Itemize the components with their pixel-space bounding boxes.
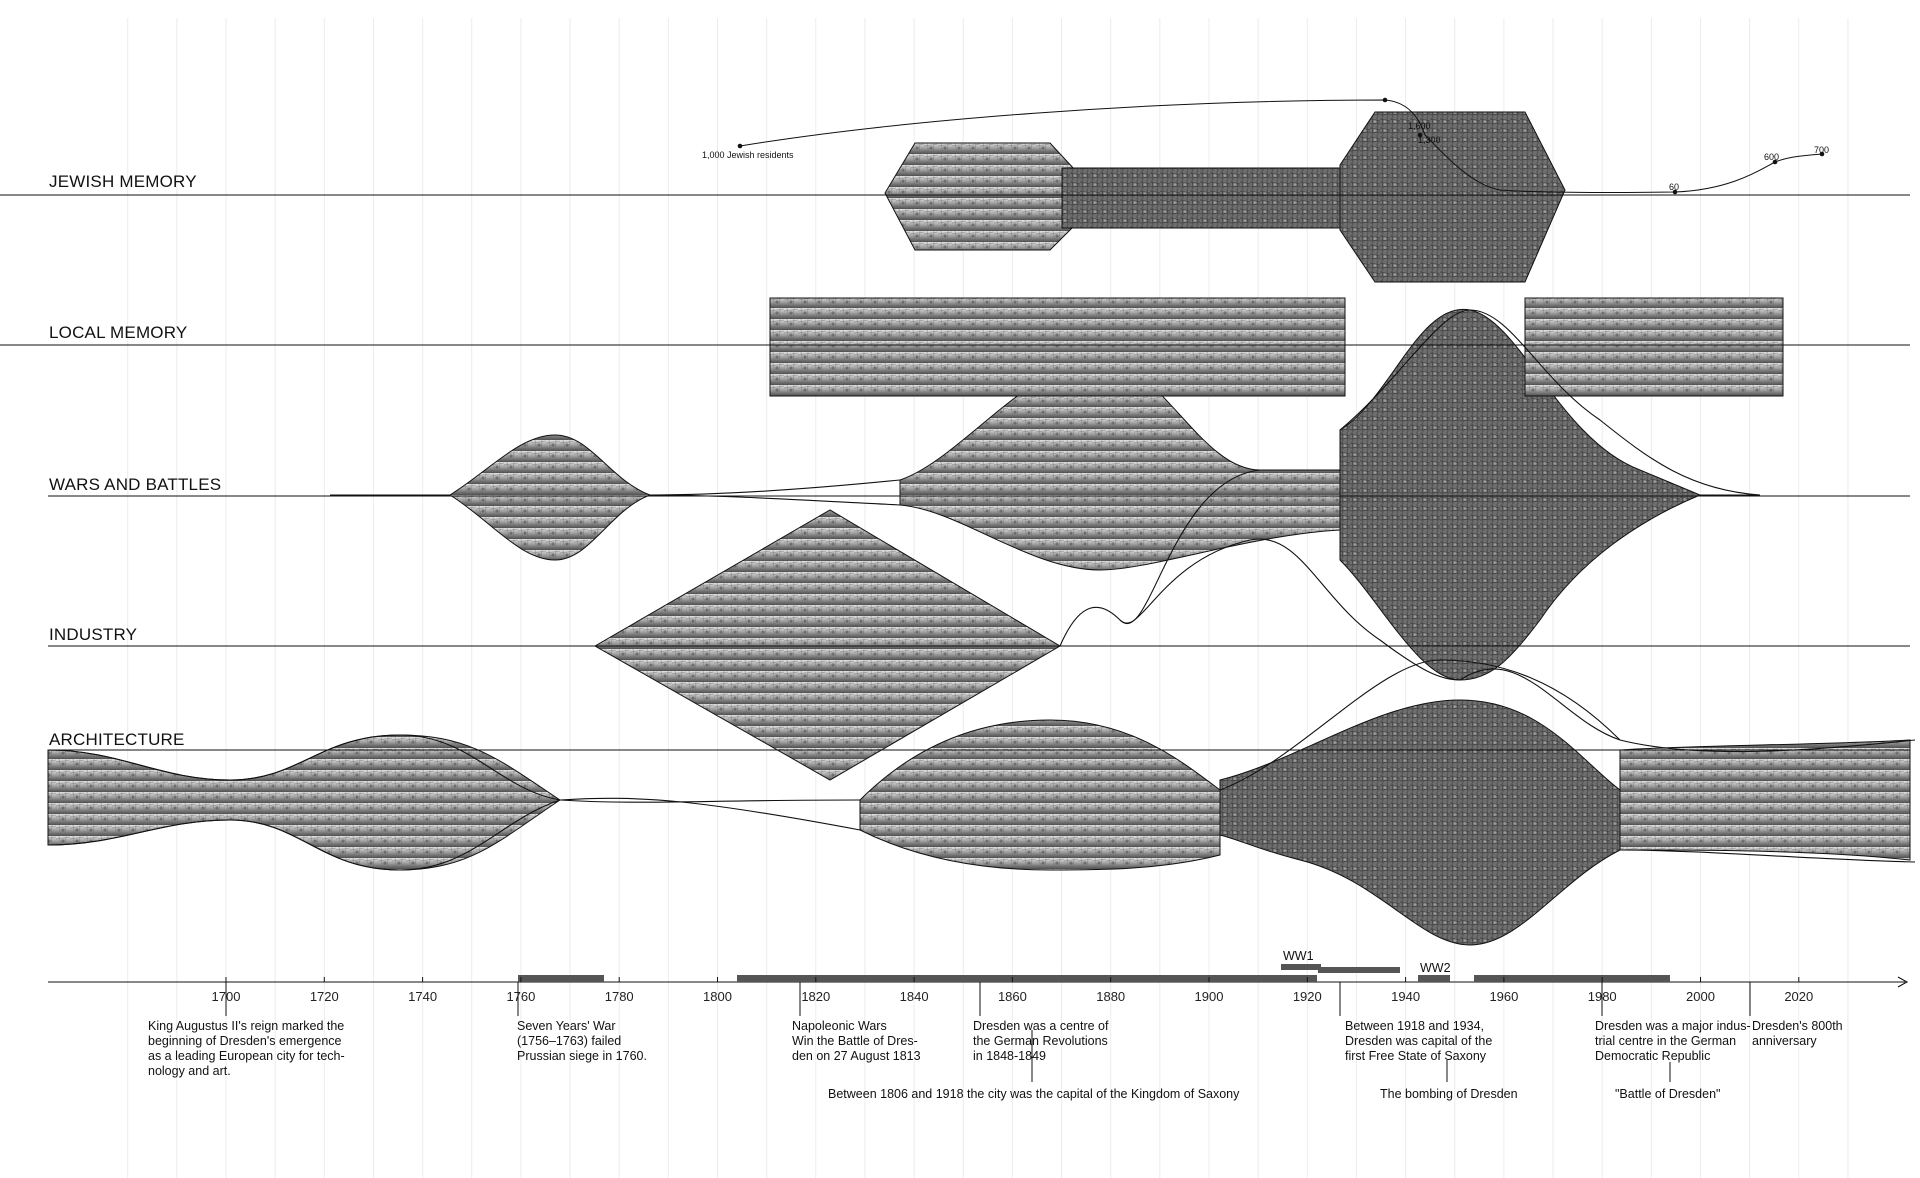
axis-tick-label: 1920 (1293, 989, 1322, 1004)
event-kingdom: Between 1806 and 1918 the city was the c… (828, 1087, 1240, 1101)
jewish-memory-photo-synagogue (884, 142, 1076, 251)
architecture-photo-ruins (1219, 699, 1621, 946)
lane-label-architecture: ARCHITECTURE (49, 730, 185, 749)
axis-tick-label: 1800 (703, 989, 732, 1004)
axis-tick-label: 1900 (1195, 989, 1224, 1004)
axis-tick-label: 1720 (310, 989, 339, 1004)
period-bar-gdr (1474, 975, 1670, 982)
axis-tick-label: 1960 (1489, 989, 1518, 1004)
period-bar-free-state (1318, 967, 1400, 973)
axis-tick-label: 1760 (506, 989, 535, 1004)
lane-label-jewish: JEWISH MEMORY (49, 172, 197, 191)
flow-curves (47, 309, 1916, 871)
axis-tick-label: 1940 (1391, 989, 1420, 1004)
lane-label-wars: WARS AND BATTLES (49, 475, 221, 494)
event-battle-quote: "Battle of Dresden" (1615, 1087, 1720, 1101)
jewish-label-start: 1,000 Jewish residents (702, 150, 794, 160)
timeline-axis: WW1 WW2 (48, 949, 1909, 988)
axis-tick-label: 1880 (1096, 989, 1125, 1004)
lane-baselines: JEWISH MEMORY LOCAL MEMORY WARS AND BATTLE… (0, 172, 1910, 751)
architecture-photo-modern (1619, 739, 1911, 861)
architecture-photo-strip-baroque (47, 734, 561, 871)
period-bar-ww1 (1281, 964, 1321, 970)
lane-label-industry: INDUSTRY (49, 625, 137, 644)
jewish-label-mid: 600 (1764, 152, 1779, 162)
local-memory-photo-panel-b (1524, 297, 1784, 397)
local-memory-photo-panel-a (769, 297, 1346, 397)
event-leaders (225, 982, 1751, 1082)
axis-tick-label: 1820 (801, 989, 830, 1004)
wars-photo-seven-years-war (449, 434, 652, 561)
axis-tick-label: 1860 (998, 989, 1027, 1004)
jewish-label-peak-b: 1,300 (1418, 135, 1441, 145)
ww2-label: WW2 (1420, 961, 1451, 975)
event-free-state: Between 1918 and 1934,Dresden was capita… (1345, 1019, 1492, 1063)
event-bombing: The bombing of Dresden (1380, 1087, 1518, 1101)
period-bar-seven-years-war (518, 975, 604, 982)
axis-tick-label: 2020 (1784, 989, 1813, 1004)
jewish-memory-photo-street (1061, 167, 1355, 229)
period-bar-kingdom (737, 975, 1317, 982)
axis-tick-label: 1740 (408, 989, 437, 1004)
wars-photo-bombing (1339, 308, 1702, 681)
architecture-photo-19th-century (859, 719, 1221, 871)
ww1-label: WW1 (1283, 949, 1314, 963)
jewish-label-low: 60 (1669, 182, 1679, 192)
jewish-memory-photo-shopfront (1339, 111, 1566, 283)
jewish-population-line: 1,000 Jewish residents 1,600 1,300 60 60… (702, 97, 1829, 195)
lane-label-local: LOCAL MEMORY (49, 323, 187, 342)
axis-tick-label: 1840 (900, 989, 929, 1004)
jewish-label-end: 700 (1814, 145, 1829, 155)
event-gdr: Dresden was a major indus-trial centre i… (1595, 1019, 1751, 1063)
axis-tick-label: 1780 (605, 989, 634, 1004)
axis-tick-label: 2000 (1686, 989, 1715, 1004)
jewish-label-peak-a: 1,600 (1408, 121, 1431, 131)
period-bar-ww2 (1418, 975, 1450, 982)
